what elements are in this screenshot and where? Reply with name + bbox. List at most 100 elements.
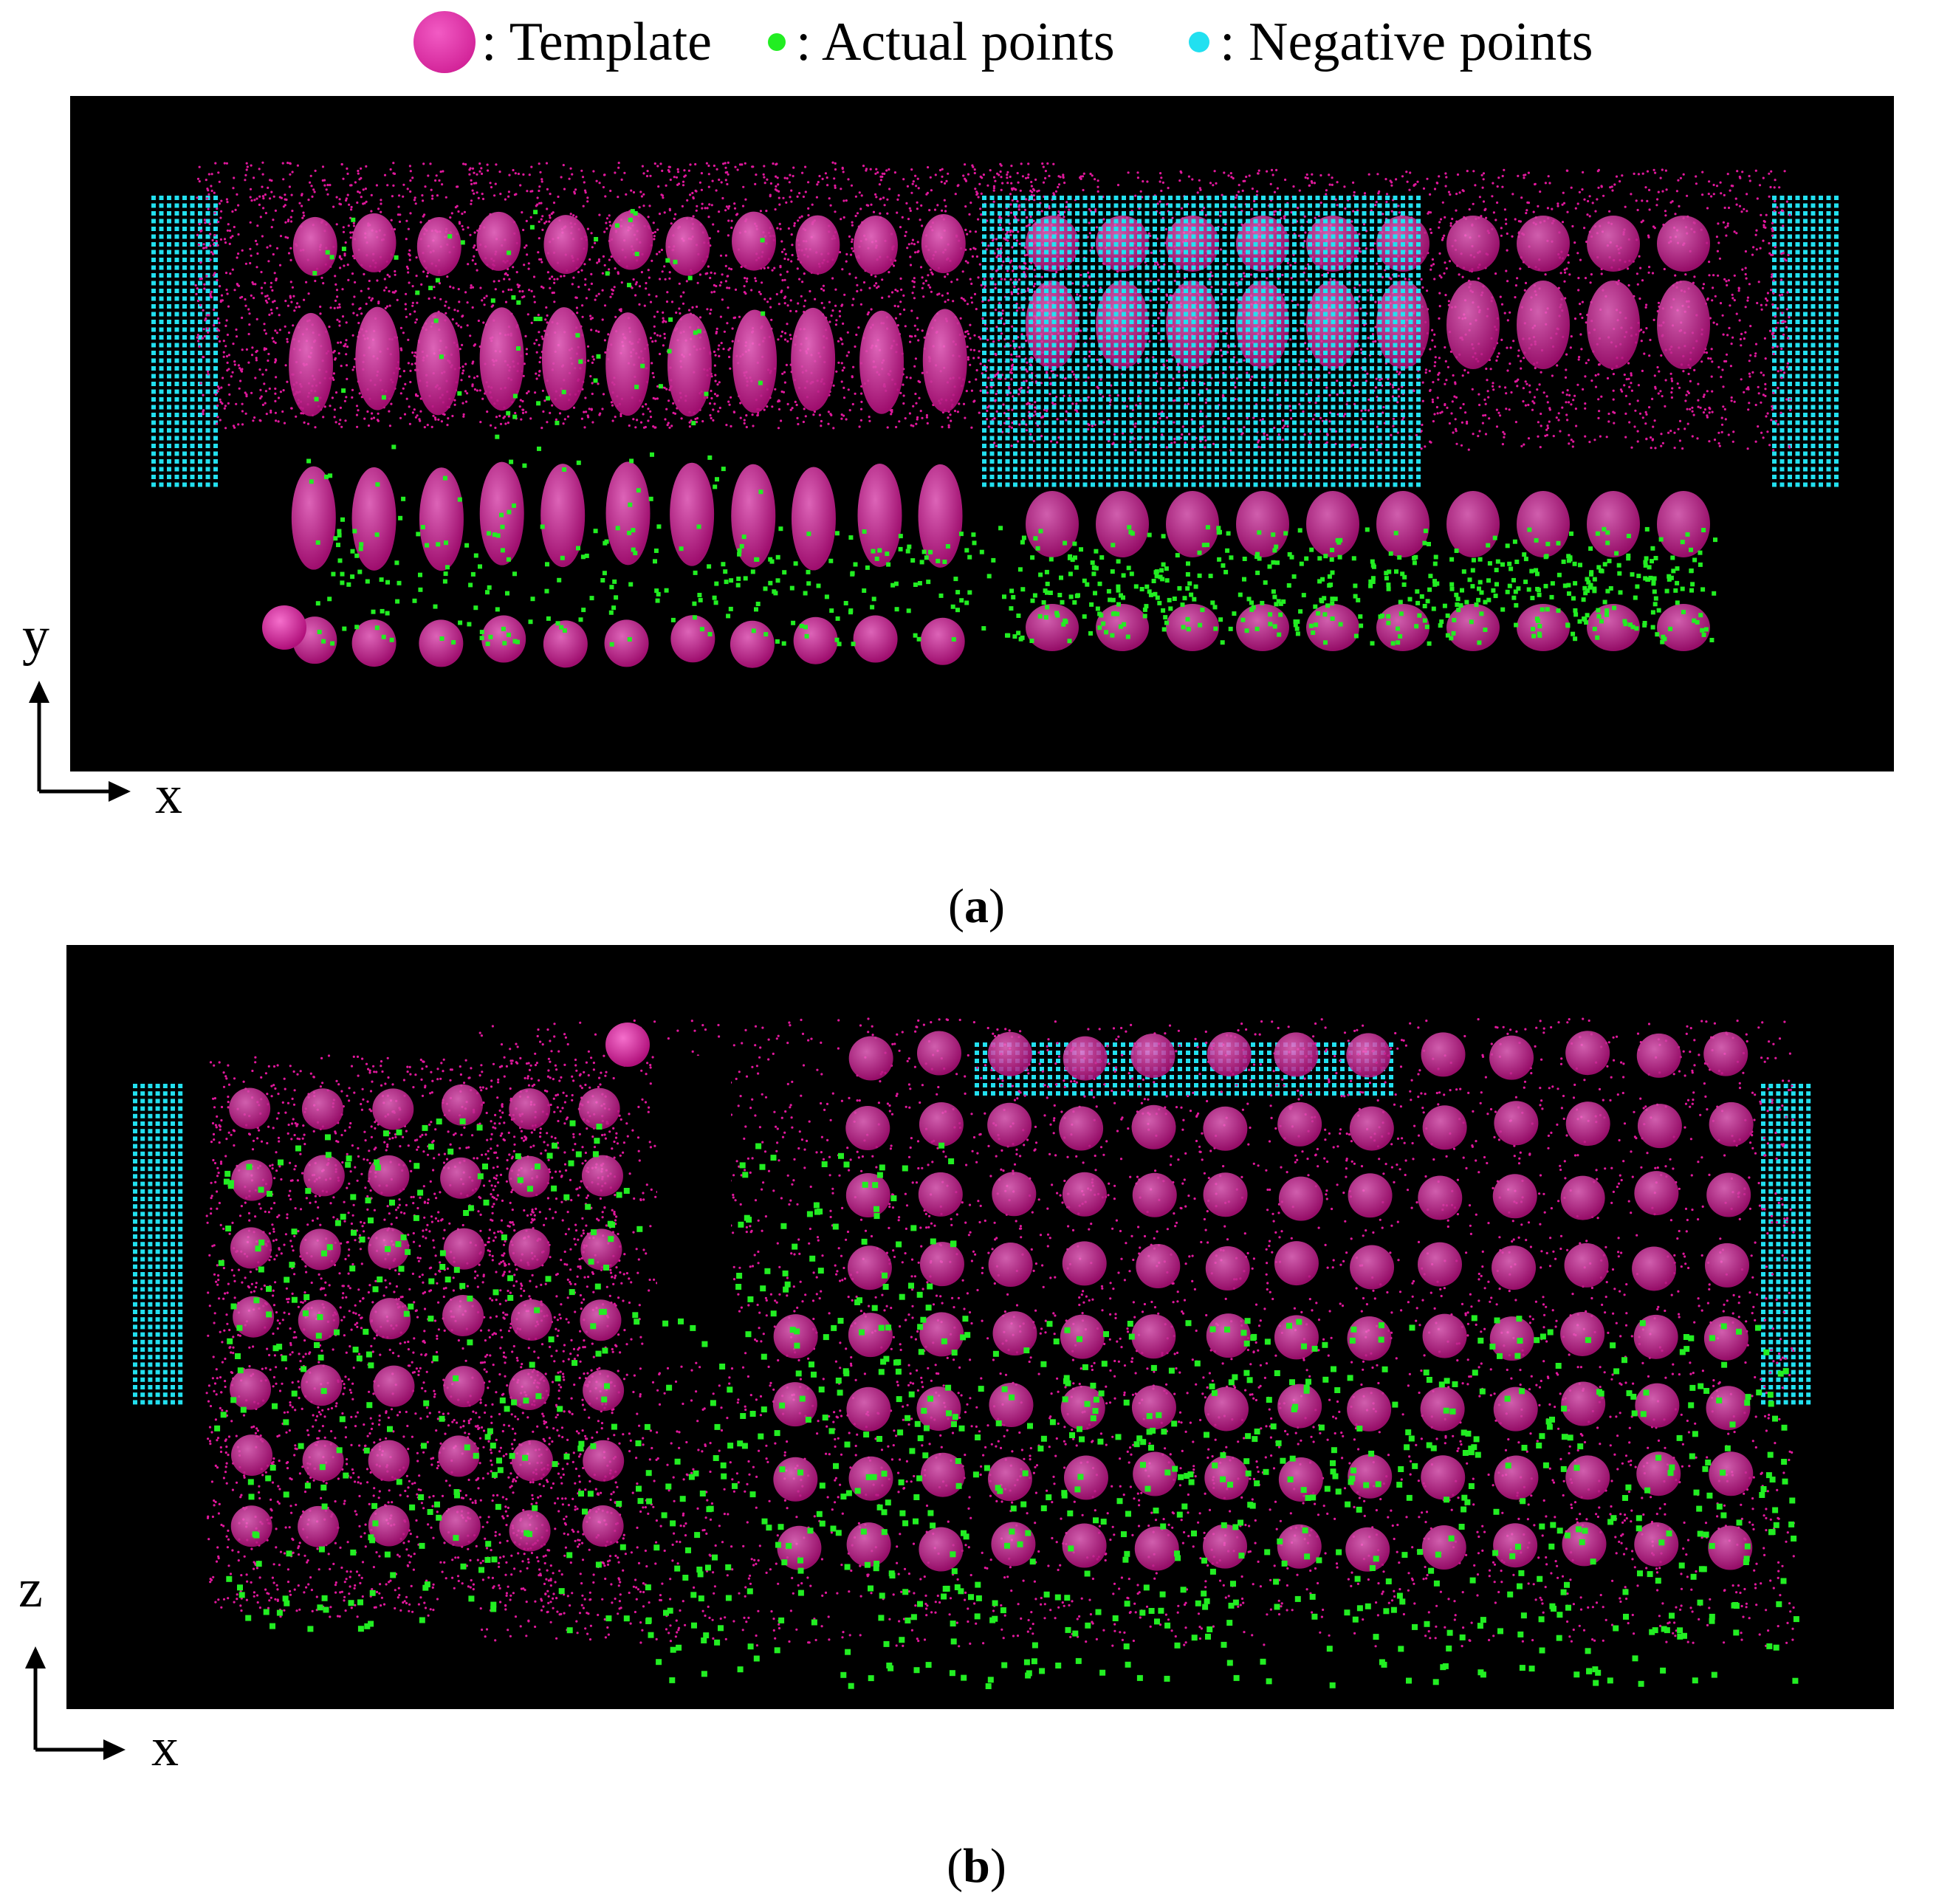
legend-template-label: : Template <box>481 11 712 72</box>
template-surface-point <box>430 188 433 191</box>
template-surface-point <box>241 348 244 351</box>
template-surface-point <box>394 269 397 273</box>
template-surface-point <box>471 306 474 309</box>
template-surface-point <box>1281 426 1284 430</box>
template-surface-point <box>1134 194 1137 197</box>
template-surface-point <box>521 211 524 214</box>
negative-point <box>1788 296 1792 301</box>
template-surface-point <box>1779 369 1782 372</box>
negative-point <box>1826 335 1831 340</box>
template-surface-point <box>929 268 932 271</box>
negative-point <box>174 304 179 309</box>
template-surface-point <box>264 281 267 284</box>
template-surface-point <box>743 285 746 288</box>
template-surface-point <box>1619 388 1622 391</box>
template-surface-point <box>1482 178 1485 181</box>
template-surface-point <box>865 168 868 171</box>
template-surface-point <box>533 300 536 303</box>
template-surface-point <box>993 417 996 420</box>
template-surface-point <box>386 273 389 276</box>
template-surface-point <box>544 318 547 321</box>
template-surface-point <box>260 286 263 289</box>
template-surface-point <box>233 225 236 229</box>
negative-point <box>182 273 187 278</box>
template-surface-point <box>926 422 929 425</box>
template-surface-point <box>907 243 910 246</box>
template-surface-point <box>964 260 967 263</box>
template-surface-point <box>649 174 652 177</box>
template-surface-point <box>674 213 677 216</box>
template-surface-point <box>275 331 278 334</box>
negative-point <box>1779 397 1785 402</box>
template-surface-point <box>244 262 247 265</box>
template-surface-point <box>231 371 234 374</box>
template-surface-point <box>1546 425 1549 427</box>
template-surface-point <box>672 402 675 405</box>
negative-point <box>174 343 179 348</box>
template-surface-point <box>701 202 704 205</box>
template-surface-point <box>250 294 253 297</box>
negative-point <box>213 281 218 286</box>
negative-point <box>159 351 164 355</box>
negative-point <box>174 234 179 239</box>
template-surface-point <box>763 176 766 179</box>
negative-point <box>174 459 179 464</box>
template-surface-point <box>639 190 642 193</box>
negative-point <box>1795 389 1800 394</box>
template-surface-point <box>202 243 205 246</box>
template-surface-point <box>780 390 783 393</box>
template-surface-point <box>977 356 980 360</box>
template-surface-point <box>267 298 270 300</box>
template-surface-point <box>682 180 685 183</box>
template-surface-point <box>611 419 614 422</box>
template-surface-point <box>1778 211 1781 214</box>
template-surface-point <box>840 380 843 383</box>
template-surface-point <box>1178 387 1181 390</box>
template-surface-point <box>583 263 586 266</box>
negative-point <box>198 366 202 371</box>
template-surface-point <box>289 220 293 223</box>
negative-point <box>151 219 156 224</box>
template-surface-point <box>1677 427 1680 430</box>
template-surface-point <box>526 392 529 395</box>
template-surface-point <box>498 171 501 173</box>
template-surface-point <box>503 278 506 281</box>
negative-point <box>198 265 202 270</box>
negative-point <box>182 459 187 464</box>
template-surface-point <box>992 200 995 203</box>
template-surface-point <box>1557 412 1560 415</box>
template-surface-point <box>726 322 729 325</box>
negative-point <box>198 234 202 239</box>
template-surface-point <box>1000 317 1003 320</box>
template-surface-point <box>728 205 731 208</box>
template-surface-point <box>249 247 252 250</box>
negative-point <box>151 358 156 363</box>
template-surface-point <box>540 202 543 205</box>
template-surface-point <box>461 365 464 368</box>
template-surface-point <box>538 331 540 334</box>
template-surface-point <box>1051 402 1054 405</box>
template-surface-point <box>831 309 834 312</box>
negative-point <box>1772 405 1777 410</box>
negative-point <box>190 258 195 262</box>
template-surface-point <box>995 238 998 241</box>
template-surface-point <box>1696 437 1699 440</box>
template-surface-point <box>470 284 473 287</box>
template-surface-point <box>834 162 837 165</box>
negative-point <box>1788 467 1792 472</box>
template-surface-point <box>298 202 301 205</box>
template-surface-point <box>370 417 373 420</box>
template-surface-point <box>659 352 662 356</box>
template-surface-point <box>727 234 730 237</box>
template-surface-point <box>875 196 878 199</box>
template-surface-point <box>1204 401 1207 404</box>
negative-point <box>1819 374 1823 379</box>
template-surface-point <box>915 185 918 188</box>
template-surface-point <box>783 338 787 341</box>
template-surface-point <box>499 193 502 196</box>
template-surface-point <box>1122 432 1125 435</box>
negative-point <box>190 374 195 379</box>
template-surface-point <box>346 167 349 170</box>
template-surface-point <box>724 264 727 267</box>
template-surface-point <box>1409 171 1412 174</box>
